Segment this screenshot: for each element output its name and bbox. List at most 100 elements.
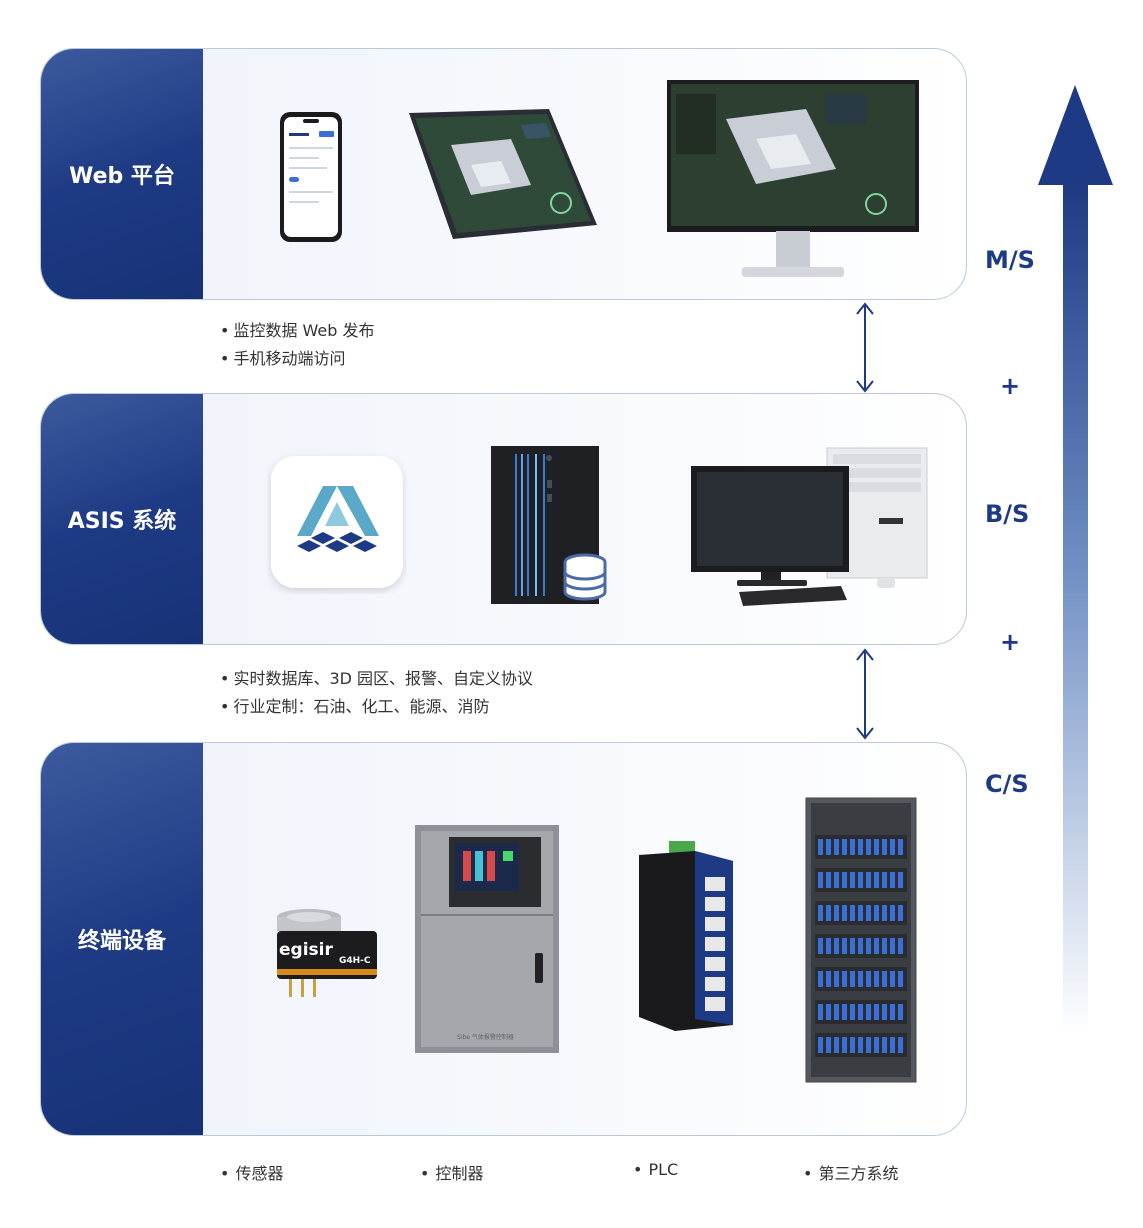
- controller-cabinet-icon: Sibe 气体报警控制器: [415, 825, 559, 1053]
- rack-module-card: [866, 1037, 871, 1053]
- rack-module-card: [858, 971, 863, 987]
- smartphone-icon: [280, 112, 342, 242]
- rack-module-card: [890, 971, 895, 987]
- rack-module-card: [842, 938, 847, 954]
- asis-note-item: 行业定制：石油、化工、能源、消防: [220, 693, 533, 721]
- rack-module-card: [898, 938, 903, 954]
- rack-module-card: [818, 1004, 823, 1020]
- web-notes: 监控数据 Web 发布 手机移动端访问: [220, 317, 375, 373]
- controller-label-text: Sibe 气体报警控制器: [457, 1033, 514, 1041]
- rack-module-card: [826, 1004, 831, 1020]
- rack-module-card: [818, 971, 823, 987]
- double-arrow-icon-2: [856, 648, 874, 740]
- rack-module-card: [834, 938, 839, 954]
- rack-module-card: [818, 905, 823, 921]
- plus-sign-2: +: [1000, 628, 1021, 656]
- rack-module-card: [850, 905, 855, 921]
- rack-module-card: [826, 905, 831, 921]
- rack-module-card: [858, 1004, 863, 1020]
- rack-module-card: [842, 839, 847, 855]
- rack-module-card: [818, 872, 823, 888]
- rack-module-card: [842, 905, 847, 921]
- sensor-brand-text: egisir: [279, 940, 333, 960]
- rack-module-card: [874, 1037, 879, 1053]
- asis-note-item: 实时数据库、3D 园区、报警、自定义协议: [220, 665, 533, 693]
- bottom-label-third-party: 第三方系统: [803, 1160, 898, 1184]
- rack-module-card: [882, 971, 887, 987]
- rack-module-card: [898, 839, 903, 855]
- rack-module-card: [818, 839, 823, 855]
- rack-module-card: [826, 1037, 831, 1053]
- rack-module-card: [826, 971, 831, 987]
- rack-module-card: [874, 938, 879, 954]
- rack-module-card: [834, 905, 839, 921]
- rack-module-card: [874, 1004, 879, 1020]
- rack-module-card: [866, 872, 871, 888]
- rack-module-card: [882, 839, 887, 855]
- rack-module-card: [890, 872, 895, 888]
- rack-module-card: [890, 1004, 895, 1020]
- web-note-item: 手机移动端访问: [220, 345, 375, 373]
- rack-module-card: [874, 971, 879, 987]
- rack-module-card: [842, 872, 847, 888]
- rack-module-card: [850, 1004, 855, 1020]
- rack-module-card: [898, 905, 903, 921]
- arch-ms: M/S: [985, 246, 1035, 274]
- arch-cs: C/S: [985, 770, 1029, 798]
- rack-module-card: [866, 839, 871, 855]
- terminal-devices-panel: 终端设备 egisir G4H-C Sibe 气体报警控制器: [40, 742, 967, 1136]
- rack-module-card: [818, 938, 823, 954]
- rack-module-card: [834, 971, 839, 987]
- rack-module-card: [898, 1004, 903, 1020]
- bottom-label-sensor: 传感器: [220, 1160, 283, 1184]
- bottom-label-plc: PLC: [633, 1160, 678, 1179]
- rack-module-card: [890, 905, 895, 921]
- rack-module-card: [882, 1037, 887, 1053]
- rack-module-card: [826, 938, 831, 954]
- sensor-model-text: G4H-C: [339, 956, 371, 966]
- rack-module-card: [874, 872, 879, 888]
- asis-system-panel: ASIS 系统: [40, 393, 967, 645]
- rack-module-card: [842, 1037, 847, 1053]
- tablet-icon: [409, 109, 597, 239]
- rack-module-card: [858, 1037, 863, 1053]
- web-platform-panel: Web 平台: [40, 48, 967, 300]
- rack-module-card: [850, 839, 855, 855]
- rack-module-card: [818, 1037, 823, 1053]
- third-party-rack-icon: [805, 797, 917, 1083]
- rack-module-card: [834, 1004, 839, 1020]
- rack-module-card: [898, 872, 903, 888]
- rack-module-card: [834, 839, 839, 855]
- rack-module-card: [866, 971, 871, 987]
- double-arrow-icon-1: [856, 302, 874, 393]
- rack-module-card: [834, 872, 839, 888]
- rack-module-card: [850, 938, 855, 954]
- asis-app-logo-icon: [271, 456, 403, 588]
- rack-module-card: [866, 1004, 871, 1020]
- rack-module-card: [850, 971, 855, 987]
- rack-module-card: [858, 905, 863, 921]
- rack-module-card: [890, 938, 895, 954]
- rack-module-card: [842, 971, 847, 987]
- arch-bs: B/S: [985, 500, 1030, 528]
- rack-module-card: [898, 971, 903, 987]
- rack-module-card: [858, 872, 863, 888]
- rack-module-card: [850, 872, 855, 888]
- rack-module-card: [826, 872, 831, 888]
- rack-module-card: [866, 938, 871, 954]
- rack-module-card: [858, 938, 863, 954]
- rack-module-card: [826, 839, 831, 855]
- web-platform-label: Web 平台: [41, 49, 203, 299]
- bottom-label-controller: 控制器: [420, 1160, 483, 1184]
- rack-module-card: [874, 839, 879, 855]
- monitor-icon: [667, 80, 919, 277]
- rack-module-card: [866, 905, 871, 921]
- plc-switch-icon: [639, 841, 733, 1031]
- rack-module-card: [890, 839, 895, 855]
- rack-module-card: [858, 839, 863, 855]
- rack-module-card: [874, 905, 879, 921]
- terminal-devices-label: 终端设备: [41, 743, 203, 1135]
- rack-module-card: [834, 1037, 839, 1053]
- upward-arrow: [1038, 85, 1113, 1034]
- rack-module-card: [850, 1037, 855, 1053]
